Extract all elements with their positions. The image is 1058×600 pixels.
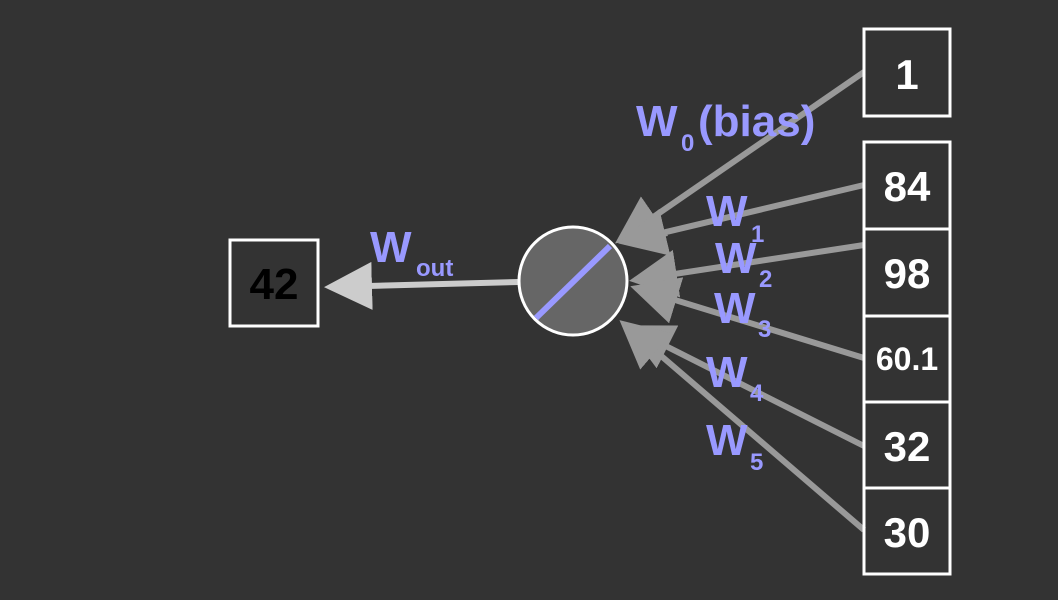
weight-main-3: W	[714, 284, 756, 333]
weight-label-4: W 4	[706, 348, 764, 407]
weight-sub-3: 3	[758, 316, 771, 343]
output-arrow	[324, 261, 520, 310]
weight-sub-5: 5	[750, 449, 763, 476]
input-arrow-5	[619, 320, 866, 533]
weight-main-4: W	[706, 348, 748, 397]
activation-line	[533, 243, 613, 321]
weight-main-2: W	[715, 234, 757, 283]
bias-weight-label: W 0 (bias)	[636, 97, 815, 157]
bias-weight-main: W	[636, 97, 678, 146]
input-value-5: 30	[884, 509, 931, 556]
weight-sub-1: 1	[751, 221, 764, 248]
bias-weight-suffix: (bias)	[698, 97, 815, 146]
input-box-5	[862, 486, 952, 576]
output-box	[228, 238, 320, 328]
weight-main-5: W	[706, 416, 748, 465]
input-arrow-3	[630, 277, 865, 361]
input-value-2: 98	[884, 250, 931, 297]
input-value-1: 84	[884, 163, 931, 210]
weight-label-5: W 5	[706, 416, 763, 476]
input-value-4: 32	[884, 423, 931, 470]
output-value: 42	[250, 260, 299, 309]
weight-label-1: W 1	[706, 187, 764, 248]
input-arrow-2	[629, 242, 865, 298]
output-weight-label: W out	[370, 223, 453, 282]
weight-main-1: W	[706, 187, 748, 236]
weight-sub-4: 4	[750, 380, 764, 407]
input-value-bias: 1	[895, 51, 918, 98]
output-weight-main: W	[370, 223, 412, 272]
input-value-3: 60.1	[876, 341, 938, 377]
weight-sub-2: 2	[759, 266, 772, 293]
output-weight-sub: out	[416, 255, 453, 282]
bias-weight-sub: 0	[681, 130, 694, 157]
weight-label-3: W 3	[714, 284, 771, 343]
input-arrow-1	[618, 182, 865, 256]
input-box-bias	[862, 27, 952, 118]
weight-label-2: W 2	[715, 234, 772, 293]
